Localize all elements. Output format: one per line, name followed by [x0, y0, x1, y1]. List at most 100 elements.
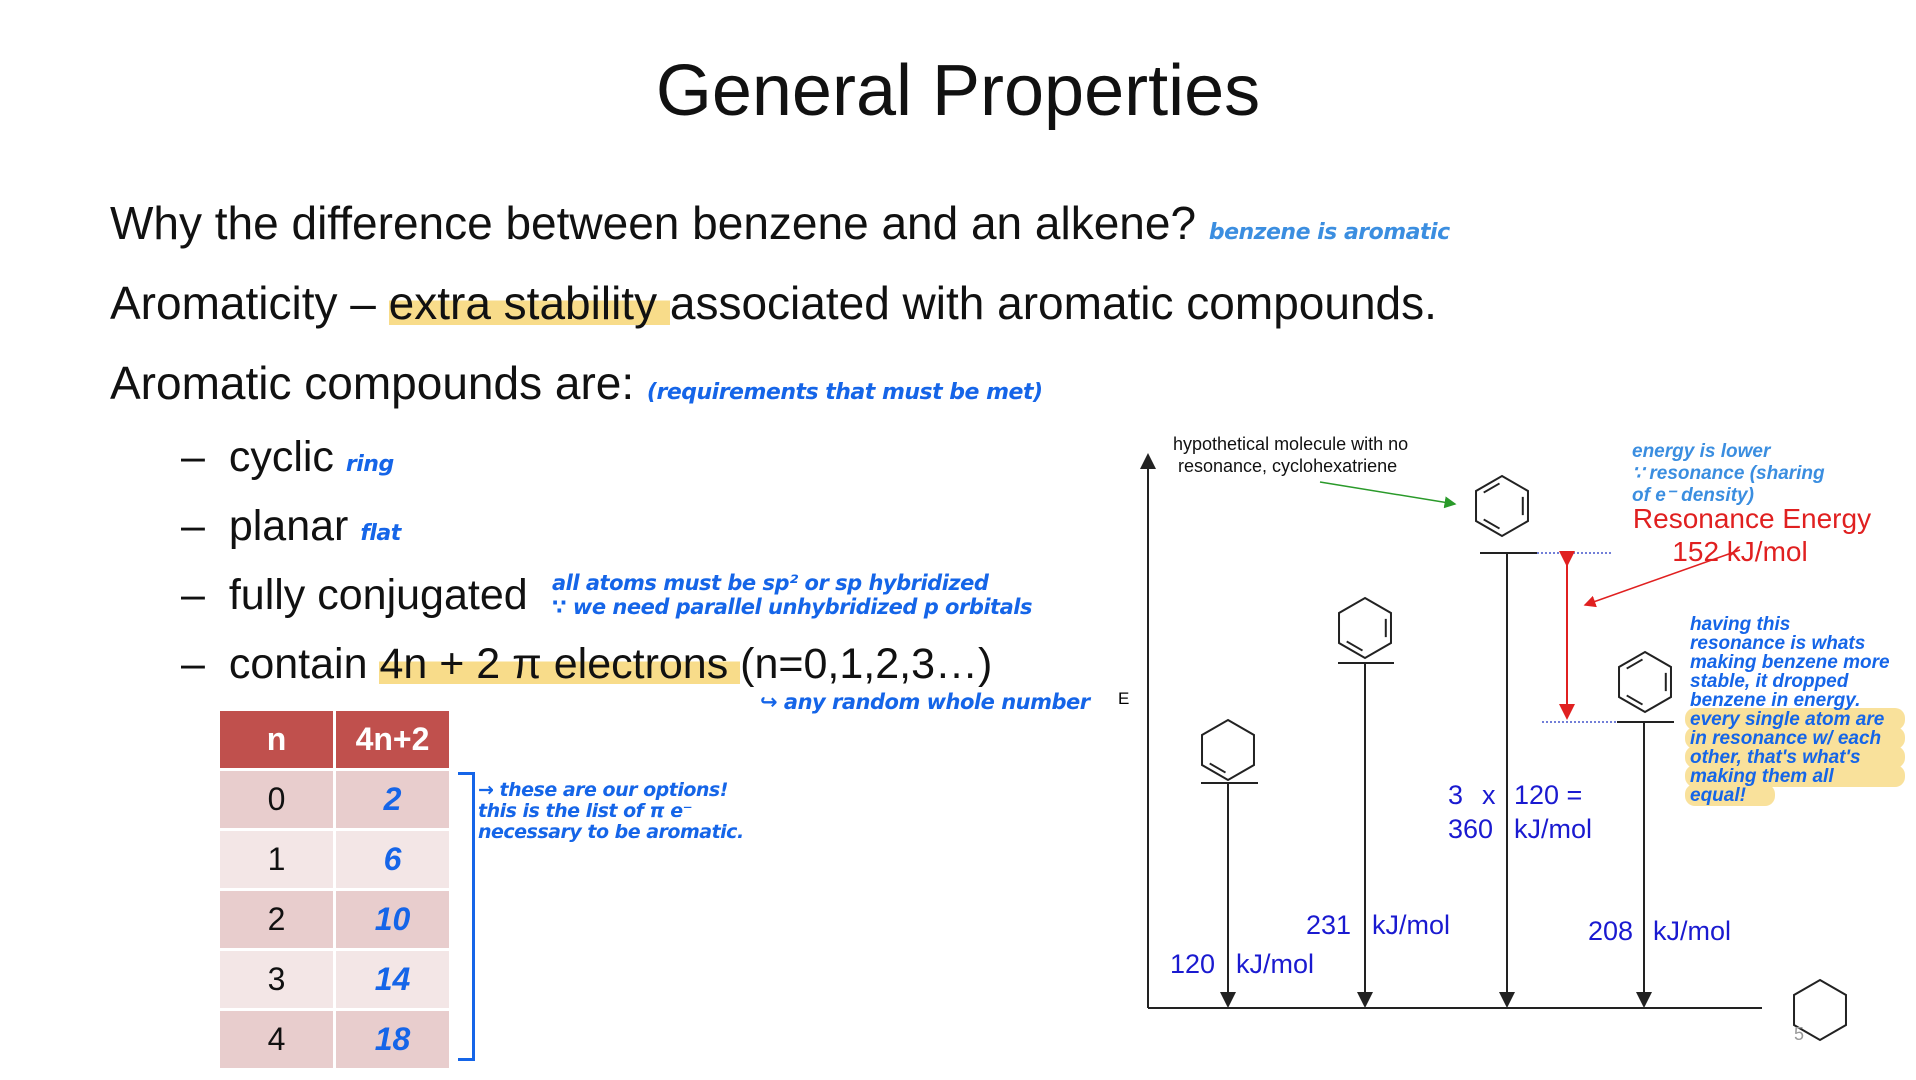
- double-bond: [1626, 658, 1644, 670]
- note-line: → these are our options!: [478, 779, 728, 801]
- note-requirements: (requirements that must be met): [646, 380, 1043, 405]
- cell-value: 10: [336, 891, 449, 948]
- note-benzene-resonance: making benzene more: [1690, 652, 1890, 673]
- question-line: Why the difference between benzene and a…: [110, 196, 1450, 250]
- hypothetical-label: hypothetical molecule with no: [1173, 434, 1408, 454]
- bullet-text: contain: [228, 640, 380, 688]
- aromaticity-line: Aromaticity – extra stability associated…: [110, 276, 1437, 330]
- note-energy-lower: energy is lower: [1632, 441, 1772, 462]
- level-unit: kJ/mol: [1514, 814, 1592, 844]
- cell-value: 6: [336, 831, 449, 888]
- note-benzene-resonance: every single atom are: [1690, 709, 1885, 730]
- cell-n: 0: [220, 771, 333, 828]
- cell-n: 1: [220, 831, 333, 888]
- aromaticity-label: Aromaticity –: [110, 277, 389, 329]
- highlight: [1685, 746, 1905, 768]
- cyclohexane-structure: [1793, 978, 1847, 1042]
- level-unit: kJ/mol: [1372, 910, 1450, 940]
- note-line: necessary to be aromatic.: [478, 821, 744, 843]
- resonance-pointer: [1583, 549, 1741, 608]
- header-n: n: [220, 711, 333, 768]
- note-benzene-resonance: other, that's what's: [1690, 747, 1861, 768]
- note-conjugated: all atoms must be sp² or sp hybridized ∵…: [552, 571, 1032, 619]
- double-bond: [1346, 640, 1364, 652]
- level-value: 120: [1170, 949, 1215, 979]
- level-value: 120 =: [1514, 780, 1582, 810]
- slide-title: General Properties: [655, 51, 1261, 131]
- level-unit: kJ/mol: [1236, 949, 1314, 979]
- note-energy-lower: of e⁻ density): [1632, 485, 1754, 506]
- bullet-text: cyclic: [228, 433, 334, 481]
- note-energy-lower: ∵ resonance (sharing: [1632, 463, 1825, 484]
- note-benzene-resonance: resonance is whats: [1690, 633, 1865, 654]
- double-bond: [1483, 518, 1501, 530]
- cell-value: 2: [336, 771, 449, 828]
- dash: –: [181, 640, 205, 688]
- note-whole-number: ↪ any random whole number: [760, 690, 1090, 714]
- note-ring: ring: [345, 452, 394, 477]
- requirements-line: Aromatic compounds are: (requirements th…: [110, 356, 1043, 410]
- note-benzene-resonance: making them all: [1690, 766, 1834, 787]
- resonance-energy-value: 152 kJ/mol: [1672, 536, 1807, 567]
- question-text: Why the difference between benzene and a…: [110, 197, 1197, 249]
- axis-label-e: E: [1118, 689, 1129, 708]
- bracket-annotation: [458, 772, 475, 1061]
- bullet-planar: – planar flat: [181, 502, 401, 551]
- note-line: this is the list of π e⁻: [478, 800, 693, 822]
- cell-value: 14: [336, 951, 449, 1008]
- dash: –: [181, 571, 205, 619]
- note-benzene-resonance: benzene in energy.: [1690, 690, 1860, 711]
- dash: –: [181, 433, 205, 481]
- note-benzene-resonance: in resonance w/ each: [1690, 728, 1881, 749]
- level-times: x: [1482, 780, 1496, 810]
- level-value: 3: [1448, 780, 1463, 810]
- cell-value: 18: [336, 1011, 449, 1068]
- resonance-energy-title: Resonance Energy: [1633, 503, 1871, 534]
- aromaticity-definition: associated with aromatic compounds.: [669, 277, 1437, 329]
- cell-n: 4: [220, 1011, 333, 1068]
- double-bond: [1626, 694, 1644, 706]
- highlight: [1685, 727, 1905, 749]
- page-number: 5: [1794, 1024, 1804, 1044]
- double-bond: [1483, 482, 1501, 494]
- highlight: [1685, 784, 1775, 806]
- note-benzene-resonance: having this: [1690, 614, 1790, 635]
- cell-n: 2: [220, 891, 333, 948]
- level-value: 208: [1588, 916, 1633, 946]
- note-line: ∵ we need parallel unhybridized p orbita…: [552, 595, 1032, 619]
- level-value: 231: [1306, 910, 1351, 940]
- highlight-4n2: 4n + 2 π electrons: [379, 640, 741, 688]
- cell-n: 3: [220, 951, 333, 1008]
- highlight-extra-stability: extra stability: [388, 277, 670, 329]
- dash: –: [181, 502, 205, 550]
- highlight: [1685, 765, 1905, 787]
- hypothetical-label: resonance, cyclohexatriene: [1178, 456, 1397, 476]
- hypothetical-pointer: [1319, 481, 1457, 509]
- note-benzene-resonance: stable, it dropped: [1690, 671, 1849, 692]
- double-bond: [1209, 762, 1227, 774]
- note-aromatic: benzene is aromatic: [1208, 220, 1450, 245]
- level-value: 360: [1448, 814, 1493, 844]
- bullet-conjugated: – fully conjugated: [181, 571, 528, 620]
- header-4n2: 4n+2: [336, 711, 449, 768]
- note-table: → these are our options! this is the lis…: [478, 780, 744, 843]
- benzene-structure: [1618, 650, 1672, 714]
- requirements-text: Aromatic compounds are:: [110, 357, 635, 409]
- bullet-text: (n=0,1,2,3…): [740, 640, 993, 688]
- note-benzene-resonance: equal!: [1690, 785, 1746, 806]
- cyclohexadiene-structure: [1338, 596, 1392, 660]
- cyclohexene-structure: [1201, 718, 1255, 782]
- bullet-cyclic: – cyclic ring: [181, 433, 394, 482]
- level-unit: kJ/mol: [1653, 916, 1731, 946]
- cyclohexatriene-structure: [1475, 474, 1529, 538]
- bullet-electrons: – contain 4n + 2 π electrons (n=0,1,2,3……: [181, 640, 992, 689]
- bullet-text: planar: [228, 502, 349, 550]
